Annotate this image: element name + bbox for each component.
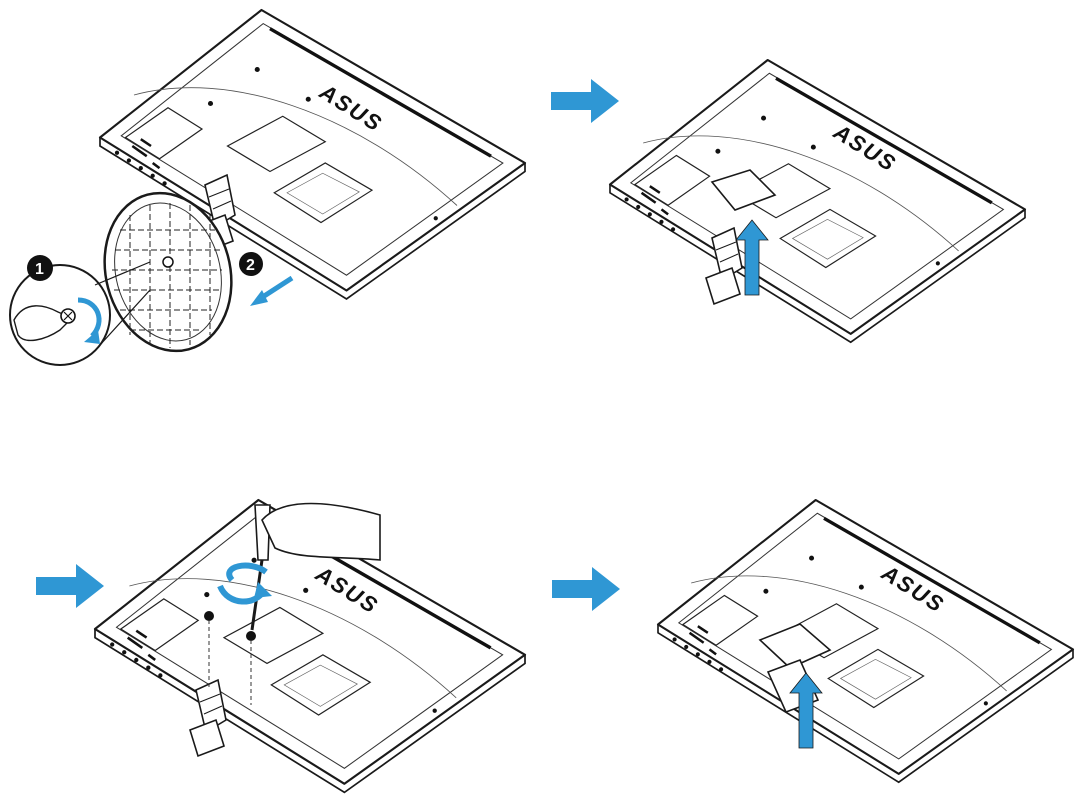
- rotate-arrow-icon: [217, 562, 272, 605]
- rotate-arrow-icon: [77, 297, 102, 344]
- step-number-1: 1: [27, 255, 53, 281]
- step-number-2: 2: [239, 252, 263, 276]
- flow-arrow-icon: [552, 567, 620, 611]
- step-3-panel: ASUS: [93, 498, 527, 795]
- svg-text:1: 1: [35, 261, 44, 278]
- hand-icon: [13, 305, 74, 342]
- step-4-panel: ASUS: [656, 498, 1075, 784]
- screw-detail-callout: [9, 261, 151, 366]
- step-1-panel: ASUS: [9, 8, 527, 366]
- step-2-panel: ASUS: [608, 58, 1027, 344]
- detach-arrow-icon: [250, 275, 294, 306]
- flow-arrow-icon: [36, 564, 104, 608]
- monitor-back-view: [656, 498, 1075, 784]
- hand-icon: [261, 502, 381, 561]
- monitor-back-view: [608, 58, 1027, 344]
- flow-arrow-icon: [551, 79, 619, 123]
- screw-icon: [60, 308, 76, 324]
- stand-base-icon: [103, 191, 233, 353]
- svg-text:2: 2: [246, 257, 255, 274]
